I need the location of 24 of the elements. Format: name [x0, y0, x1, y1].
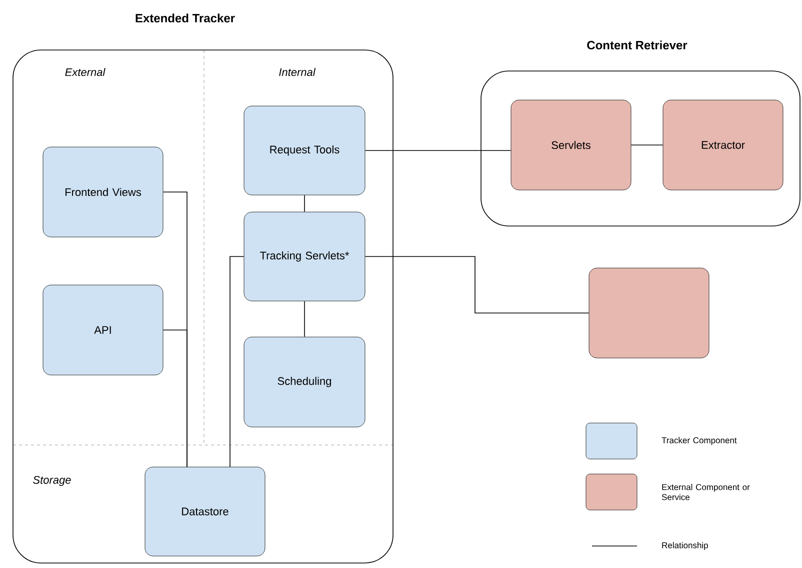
section-label: Internal: [279, 68, 316, 76]
connector-line: [304, 300, 305, 338]
component-box: Tracking Servlets*: [244, 212, 366, 302]
connector-line: [630, 144, 664, 146]
component-box: [588, 268, 710, 358]
component-box: Request Tools: [244, 106, 366, 196]
connector-line: [230, 256, 244, 468]
legend-label: Tracker Component: [662, 437, 737, 445]
section-label: Storage: [33, 476, 71, 486]
component-box: Datastore: [144, 466, 266, 556]
connector-line: [304, 194, 305, 212]
component-box: Extractor: [662, 100, 784, 190]
component-box: Scheduling: [244, 336, 366, 428]
component-box: Frontend Views: [42, 146, 164, 238]
connector-line: [162, 330, 188, 468]
legend-label: External Component or Service: [662, 484, 750, 500]
connector-line: [364, 150, 512, 151]
node-label: Extended Tracker: [136, 14, 235, 22]
legend-label: Relationship: [662, 542, 708, 550]
section-label: External: [65, 68, 106, 76]
component-box: Servlets: [510, 100, 632, 190]
node-label: Content Retriever: [587, 40, 688, 50]
connector-line: [364, 256, 590, 314]
component-box: API: [42, 284, 164, 376]
